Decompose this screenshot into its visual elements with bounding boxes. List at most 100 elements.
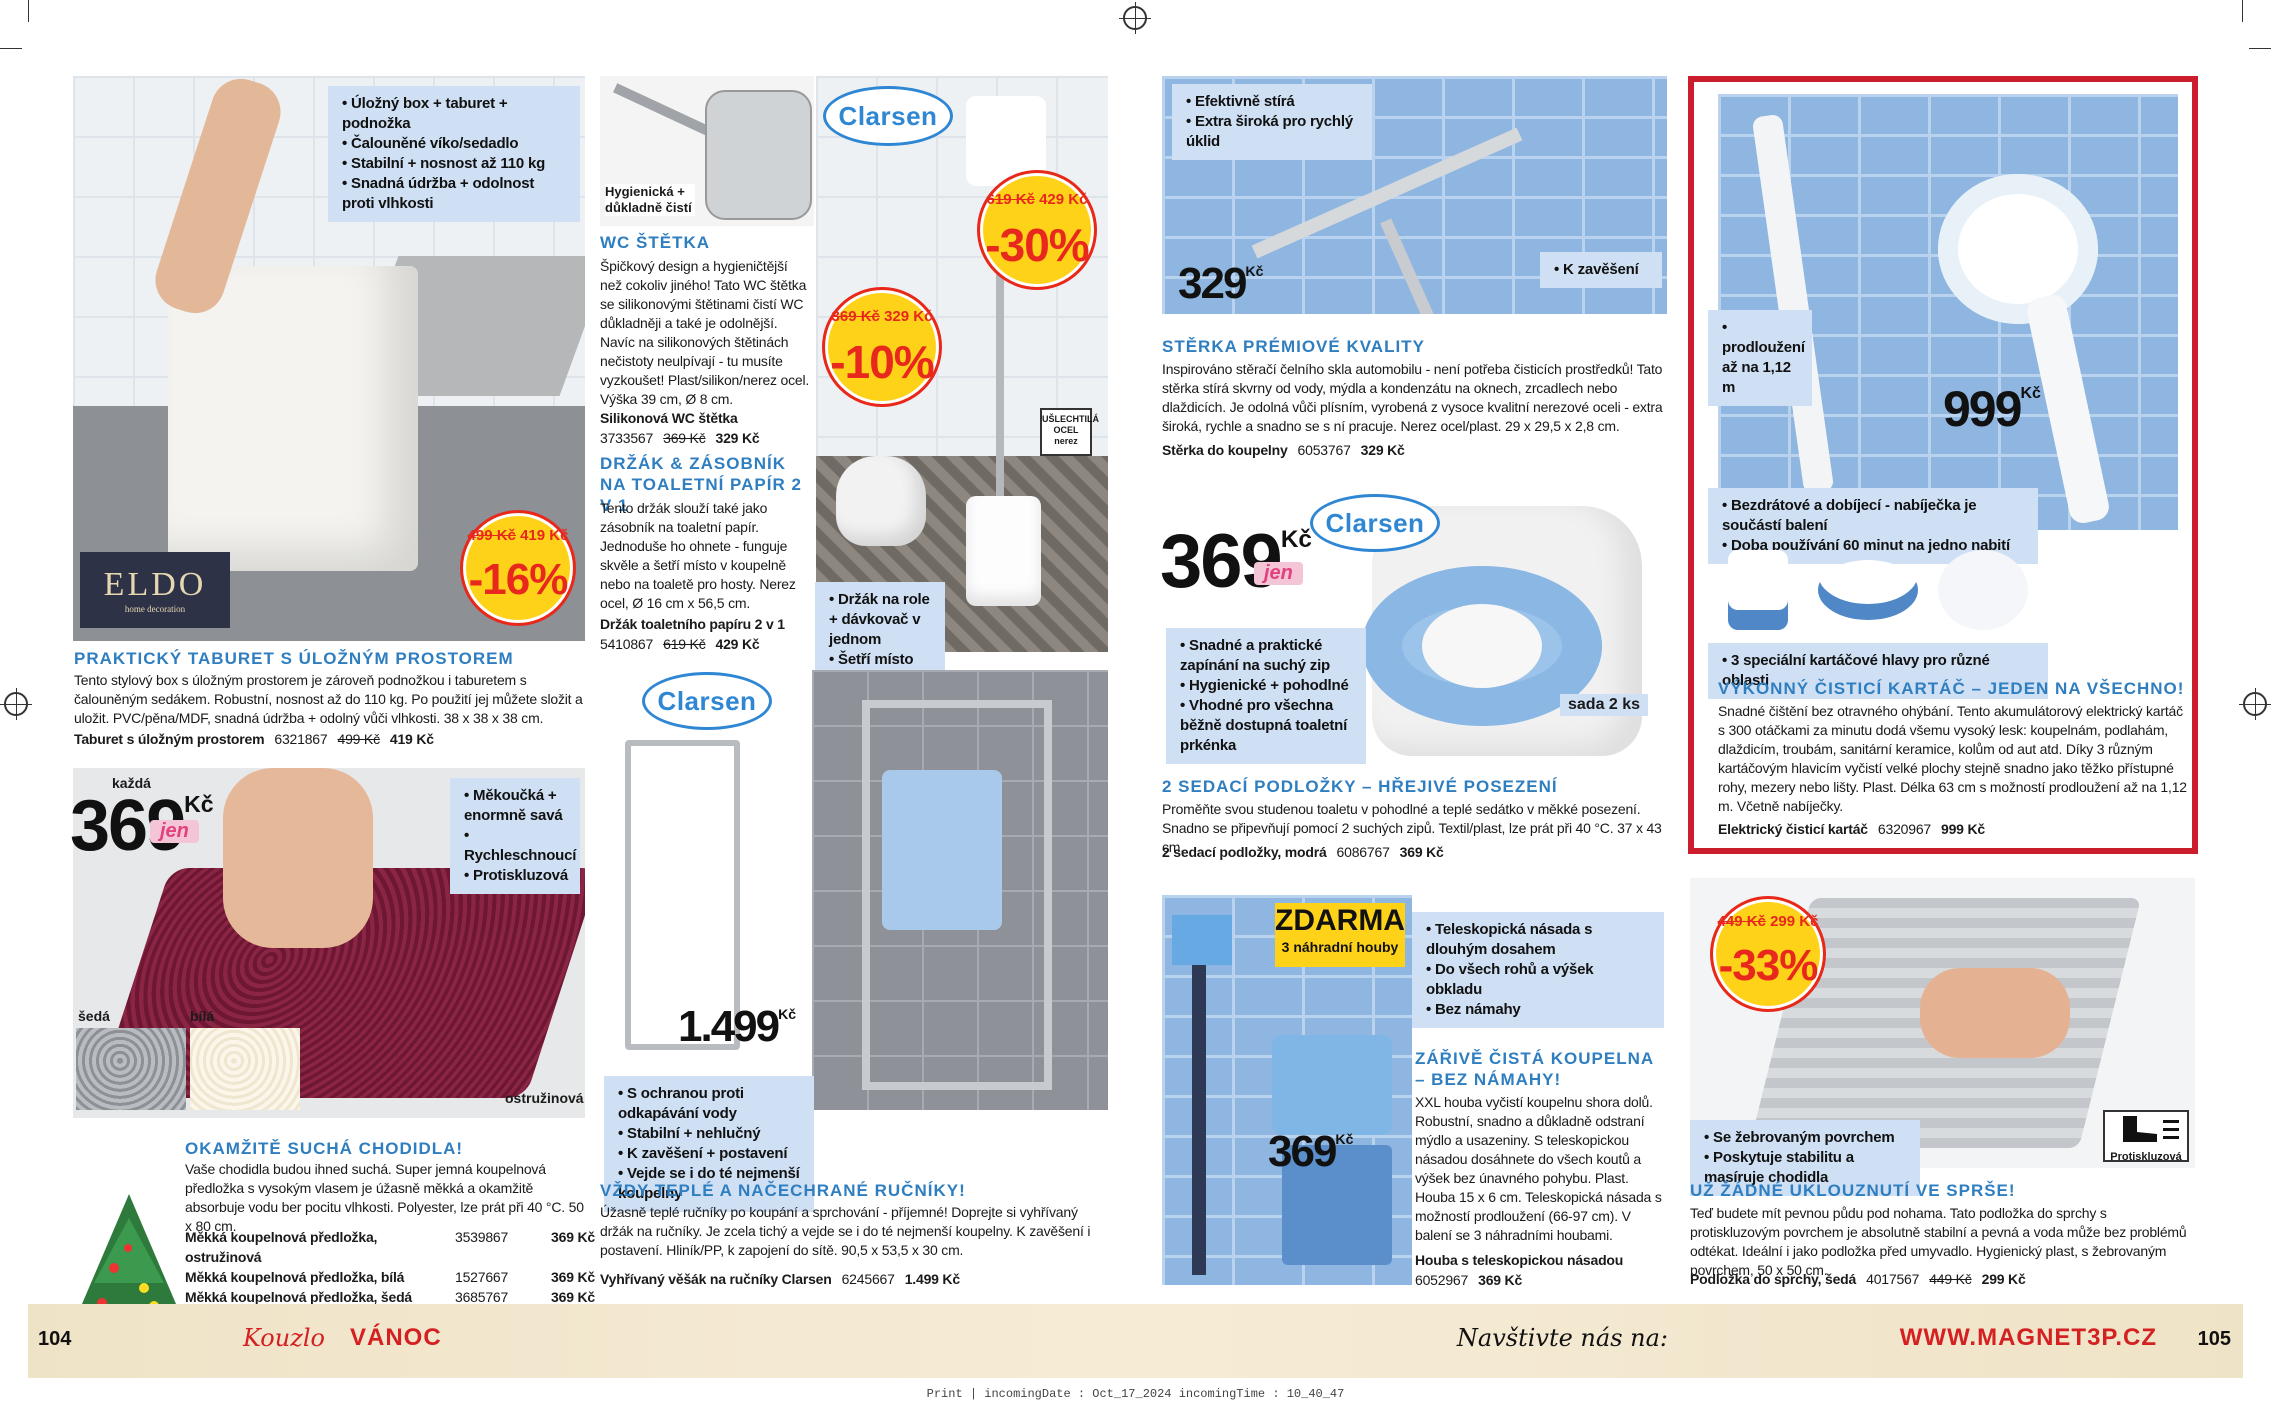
bullet: Bezdrátové a dobíjecí - nabíječka je sou… xyxy=(1722,496,2026,536)
row-code: 6245667 xyxy=(841,1271,895,1287)
holder-bullets: Držák na role + dávkovač v jednom Šetří … xyxy=(815,582,945,678)
sponge-title: ZÁŘIVĚ ČISTÁ KOUPELNA – BEZ NÁMAHY! xyxy=(1415,1049,1654,1089)
row-old-price: 499 Kč xyxy=(337,731,380,747)
brush-heads-row xyxy=(1718,540,2038,640)
row-price: 999 Kč xyxy=(1941,821,1985,837)
ottoman xyxy=(168,266,418,571)
anti-slip-icon: Protiskluzová xyxy=(2103,1110,2189,1163)
clarsen-logo: Clarsen xyxy=(642,672,772,730)
seat-title: 2 SEDACÍ PODLOŽKY – HŘEJIVÉ POSEZENÍ xyxy=(1162,777,1558,796)
steel-stamp: UŠLECHTILÁ OCEL nerez xyxy=(1040,408,1099,456)
bullet: Rychleschnoucí xyxy=(464,826,576,866)
legs xyxy=(223,768,373,948)
bullet: Poskytuje stabilitu a masíruje chodidla xyxy=(1704,1148,1908,1188)
taburet-title: PRAKTICKÝ TABURET S ÚLOŽNÝM PROSTOREM xyxy=(74,649,514,668)
row-name: Stěrka do koupelny xyxy=(1162,442,1288,458)
badge-new-price: 329 Kč xyxy=(884,308,933,325)
badge-percent: -16% xyxy=(468,555,569,604)
squeegee-bullets: Efektivně stírá Extra široká pro rychlý … xyxy=(1172,84,1372,160)
kouzlo-label: Kouzlo xyxy=(243,1324,325,1352)
brush-detail xyxy=(705,90,812,220)
price-value: 329 xyxy=(1178,259,1247,308)
swatch-label-gray: šedá xyxy=(78,1008,110,1024)
holder-pole xyxy=(996,186,1004,586)
registration-mark-right xyxy=(2239,688,2271,720)
row-price: 429 Kč xyxy=(715,636,760,652)
set-label: sada 2 ks xyxy=(1560,694,1649,716)
clarsen-logo: Clarsen xyxy=(823,86,953,146)
website-link[interactable]: WWW.MAGNET3P.CZ xyxy=(1899,1324,2157,1351)
extend-bullet: prodloužení až na 1,12 m xyxy=(1708,310,1812,406)
row-code: 3733567 xyxy=(600,430,654,446)
brush-head-3 xyxy=(1938,550,2028,630)
bullet: Efektivně stírá xyxy=(1186,92,1360,112)
shower-bullets: Se žebrovaným povrchem Poskytuje stabili… xyxy=(1690,1120,1920,1196)
swatch-label-white: bílá xyxy=(190,1008,215,1024)
seat-hole xyxy=(1422,604,1542,688)
kazda-label: každá xyxy=(112,775,151,791)
free-badge: ZDARMA 3 náhradní houby xyxy=(1275,903,1405,967)
power-brush-head xyxy=(1938,174,2098,324)
row-price: 299 Kč xyxy=(1981,1271,2026,1287)
page-number-right: 105 xyxy=(2197,1328,2231,1350)
badge-percent: -10% xyxy=(830,336,934,388)
bullet: Šetří místo xyxy=(829,650,933,670)
visit-label: Navštivte nás na: xyxy=(1456,1324,1668,1352)
badge-new-price: 419 Kč xyxy=(520,527,569,544)
discount-badge-30: 619 Kč 429 Kč -30% xyxy=(977,170,1097,290)
bullet: Úložný box + taburet + podnožka xyxy=(342,94,568,134)
row-old-price: 369 Kč xyxy=(663,430,706,446)
bullet: Stabilní + nosnost až 110 kg xyxy=(342,154,568,174)
swatch-label-red: ostružinová xyxy=(505,1090,584,1106)
badge-percent: -33% xyxy=(1718,941,1819,990)
row-old-price: 619 Kč xyxy=(663,636,706,652)
badge-new-price: 429 Kč xyxy=(1039,191,1088,208)
seat-bullets: Snadné a praktické zapínání na suchý zip… xyxy=(1166,628,1366,764)
row-price: 419 Kč xyxy=(389,731,434,747)
wc-title: WC ŠTĚTKA xyxy=(600,233,711,252)
row-price: 1.499 Kč xyxy=(904,1271,960,1287)
squeegee-text: Inspirováno stěračí čelního skla automob… xyxy=(1162,361,1663,434)
row-price: 369 Kč xyxy=(1399,844,1444,860)
hygienic-note: Hygienická + důkladně čistí xyxy=(605,184,695,216)
price-value: 369 xyxy=(1160,519,1283,604)
seat-big-price: 369Kč xyxy=(1160,524,1312,600)
row-name: Vyhřívaný věšák na ručníky Clarsen xyxy=(600,1271,832,1287)
feet xyxy=(1920,968,2070,1058)
sponge-head xyxy=(1172,915,1232,965)
row-name: Taburet s úložným prostorem xyxy=(74,731,265,747)
free-small: 3 náhradní houby xyxy=(1281,939,1399,955)
bullet: Snadná údržba + odolnost proti vlhkosti xyxy=(342,174,568,214)
row-price: 369 Kč xyxy=(1478,1272,1523,1288)
eldo-logo: ELDO home decoration xyxy=(80,552,230,628)
rail-price-row: Vyhřívaný věšák na ručníky Clarsen 624566… xyxy=(600,1270,960,1289)
rail-text: Úžasně teplé ručníky po koupání a sprcho… xyxy=(600,1204,1091,1258)
rail xyxy=(862,700,1052,1090)
row-code: 6052967 xyxy=(1415,1272,1469,1288)
price-currency: Kč xyxy=(2020,385,2041,403)
sponge-detail xyxy=(1272,1035,1392,1135)
mat-text: Vaše chodidla budou ihned suchá. Super j… xyxy=(185,1161,584,1234)
mat-title: OKAMŽITĚ SUCHÁ CHODIDLA! xyxy=(185,1139,464,1158)
shower-text: Teď budete mít pevnou půdu pod nohama. T… xyxy=(1690,1205,2187,1278)
jen-label: jen xyxy=(150,820,199,843)
price-value: 1.499 xyxy=(678,1002,780,1051)
sponge-text: XXL houba vyčistí koupelnu shora dolů. R… xyxy=(1415,1094,1662,1243)
brush-power-photo xyxy=(1718,94,2178,530)
registration-mark-left xyxy=(0,688,32,720)
row-old-price: 449 Kč xyxy=(1929,1271,1972,1287)
wc-row-name: Silikonová WC štětka xyxy=(600,410,738,426)
squeegee-big-price: 329Kč xyxy=(1178,262,1263,306)
price-currency: Kč xyxy=(1245,263,1264,280)
rail-big-price: 1.499Kč xyxy=(678,1005,796,1049)
sponge-big-price: 369Kč xyxy=(1268,1130,1353,1174)
crop-mark xyxy=(0,48,22,49)
holder-text: Tento držák slouží také jako zásobník na… xyxy=(600,500,796,611)
eldo-logo-sub: home decoration xyxy=(124,604,186,614)
mat-big-price: 369Kč xyxy=(70,790,214,862)
